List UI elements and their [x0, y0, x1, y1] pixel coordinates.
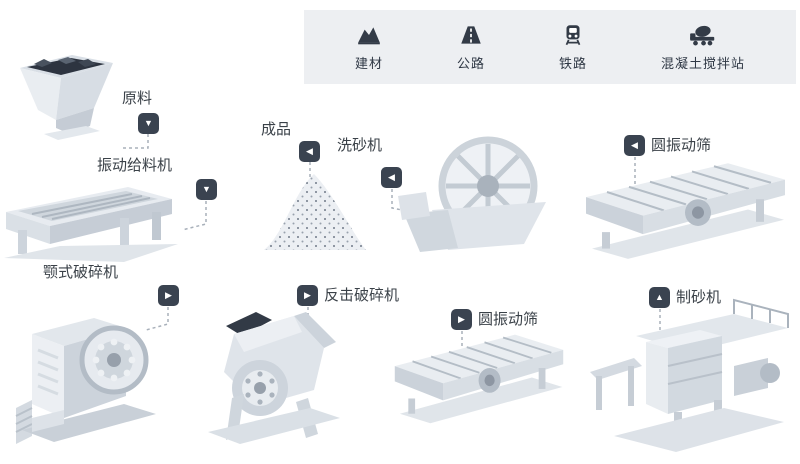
sand-making-machine-illustration [590, 298, 789, 452]
label-raw-material[interactable]: 原料 [122, 90, 153, 107]
label-jaw-crusher[interactable]: 颚式破碎机 [43, 264, 119, 281]
circular-vibrating-screen-lower-illustration [394, 334, 564, 424]
arrow-badge-impact-crusher[interactable]: ▶ [297, 285, 318, 306]
application-label: 建材 [354, 56, 383, 71]
applications-panel: 建材 公路 铁路 [304, 10, 796, 84]
impact-crusher-illustration [208, 312, 340, 444]
jaw-crusher-illustration [15, 318, 156, 444]
application-label: 混凝土搅拌站 [660, 56, 745, 71]
concrete-mixer-truck-icon [690, 25, 715, 46]
arrow-badge-vibrating-feeder[interactable]: ▼ [196, 179, 217, 200]
arrow-badge-jaw-crusher[interactable]: ▶ [158, 285, 179, 306]
circular-vibrating-screen-upper-illustration [586, 163, 785, 259]
application-item-railway: 铁路 [559, 22, 587, 72]
railway-icon [565, 25, 581, 46]
application-item-highway: 公路 [457, 22, 485, 72]
arrow-badge-circular-screen-lower[interactable]: ▶ [451, 309, 472, 330]
application-label: 铁路 [558, 56, 587, 71]
arrow-badge-circular-screen-upper[interactable]: ◀ [624, 135, 645, 156]
label-vibrating-feeder[interactable]: 振动给料机 [97, 157, 173, 174]
application-label: 公路 [456, 56, 485, 71]
highway-icon [461, 26, 481, 44]
label-sand-washing-machine[interactable]: 洗砂机 [337, 137, 383, 154]
arrow-badge-finished-product[interactable]: ◀ [299, 141, 320, 162]
application-item-building-materials: 建材 [355, 22, 383, 72]
sand-washing-machine-illustration [398, 136, 546, 252]
arrow-badge-sand-washing-machine[interactable]: ◀ [381, 167, 402, 188]
label-circular-screen-lower[interactable]: 圆振动筛 [478, 311, 539, 328]
label-impact-crusher[interactable]: 反击破碎机 [324, 287, 400, 304]
arrow-badge-raw-material[interactable]: ▼ [138, 113, 159, 134]
label-circular-screen-upper[interactable]: 圆振动筛 [651, 137, 712, 154]
aggregate-pile-icon [358, 27, 380, 45]
application-item-concrete-mixing-plant: 混凝土搅拌站 [661, 22, 745, 72]
arrow-badge-sand-making-machine[interactable]: ▲ [649, 287, 670, 308]
finished-product-pile-illustration [264, 174, 366, 250]
label-finished-product[interactable]: 成品 [261, 121, 292, 138]
vibrating-feeder-illustration [4, 187, 178, 262]
label-sand-making-machine[interactable]: 制砂机 [676, 289, 722, 306]
raw-material-hopper-illustration [20, 55, 113, 140]
